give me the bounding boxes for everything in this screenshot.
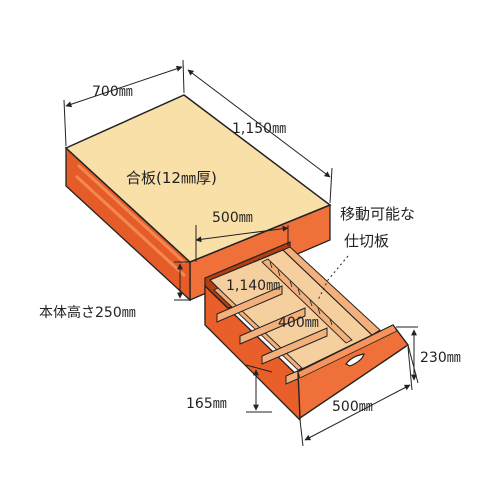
label-top-length: 1,150㎜ bbox=[232, 121, 286, 137]
dim-700-line bbox=[65, 65, 183, 108]
divider-2 bbox=[239, 307, 306, 345]
side-face-stripes bbox=[74, 163, 187, 278]
plywood-top bbox=[64, 94, 332, 263]
label-drawer-inner-length: 1,140㎜ bbox=[226, 278, 280, 294]
divider-note-leader bbox=[317, 255, 349, 301]
label-top-material: 合板(12㎜厚) bbox=[126, 169, 217, 187]
drawer-handle-cutout[interactable] bbox=[345, 353, 365, 367]
dim-500-bot-ext-b bbox=[407, 346, 413, 391]
label-divider-note-2: 仕切板 bbox=[344, 232, 389, 250]
divider-3 bbox=[261, 327, 328, 365]
divider-1 bbox=[216, 285, 283, 323]
dim-1150-ext-b bbox=[329, 167, 333, 204]
dim-500-bot-line bbox=[304, 384, 411, 441]
label-drawer-divider-length: 400㎜ bbox=[278, 315, 319, 331]
dim-1150-line bbox=[187, 69, 331, 178]
drawer-right-wall bbox=[282, 246, 381, 336]
divider-slot-ticks bbox=[269, 261, 333, 326]
dim-165-ext-a bbox=[245, 364, 273, 373]
label-drawer-height: 230㎜ bbox=[420, 350, 461, 366]
label-drawer-inner-width: 500㎜ bbox=[212, 210, 253, 226]
label-divider-note-1: 移動可能な bbox=[340, 205, 415, 223]
label-body-height: 本体高さ250㎜ bbox=[39, 304, 136, 321]
dim-700-ext-b bbox=[182, 59, 185, 94]
label-drawer-inner-height: 165㎜ bbox=[186, 396, 227, 412]
dim-500-bot-ext-a bbox=[299, 419, 304, 447]
dimension-lines bbox=[63, 59, 419, 447]
dim-500-top-line bbox=[195, 225, 289, 243]
label-drawer-width: 500㎜ bbox=[332, 399, 373, 415]
label-top-width: 700㎜ bbox=[92, 84, 133, 100]
drawer-front-top-edge bbox=[297, 324, 398, 379]
dim-700-ext-a bbox=[63, 99, 67, 147]
